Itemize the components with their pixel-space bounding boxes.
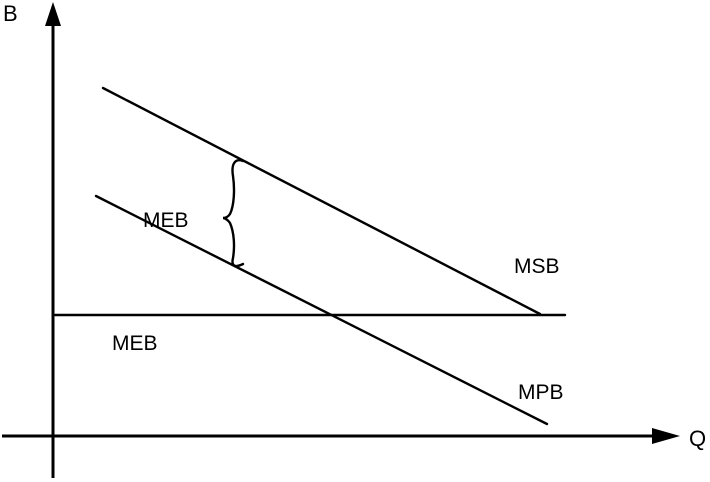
x-axis-label: Q bbox=[689, 426, 706, 451]
meb-horizontal-label: MEB bbox=[112, 332, 158, 355]
y-axis-label: B bbox=[3, 1, 18, 26]
msb-curve bbox=[101, 86, 542, 316]
msb-curve-label: MSB bbox=[514, 255, 560, 278]
meb-gap-brace bbox=[222, 159, 245, 268]
mpb-curve-label: MPB bbox=[518, 381, 564, 404]
meb-gap-label: MEB bbox=[143, 209, 189, 232]
x-axis-arrowhead bbox=[652, 428, 680, 444]
y-axis-arrowhead bbox=[45, 2, 61, 26]
mpb-curve bbox=[94, 194, 549, 426]
